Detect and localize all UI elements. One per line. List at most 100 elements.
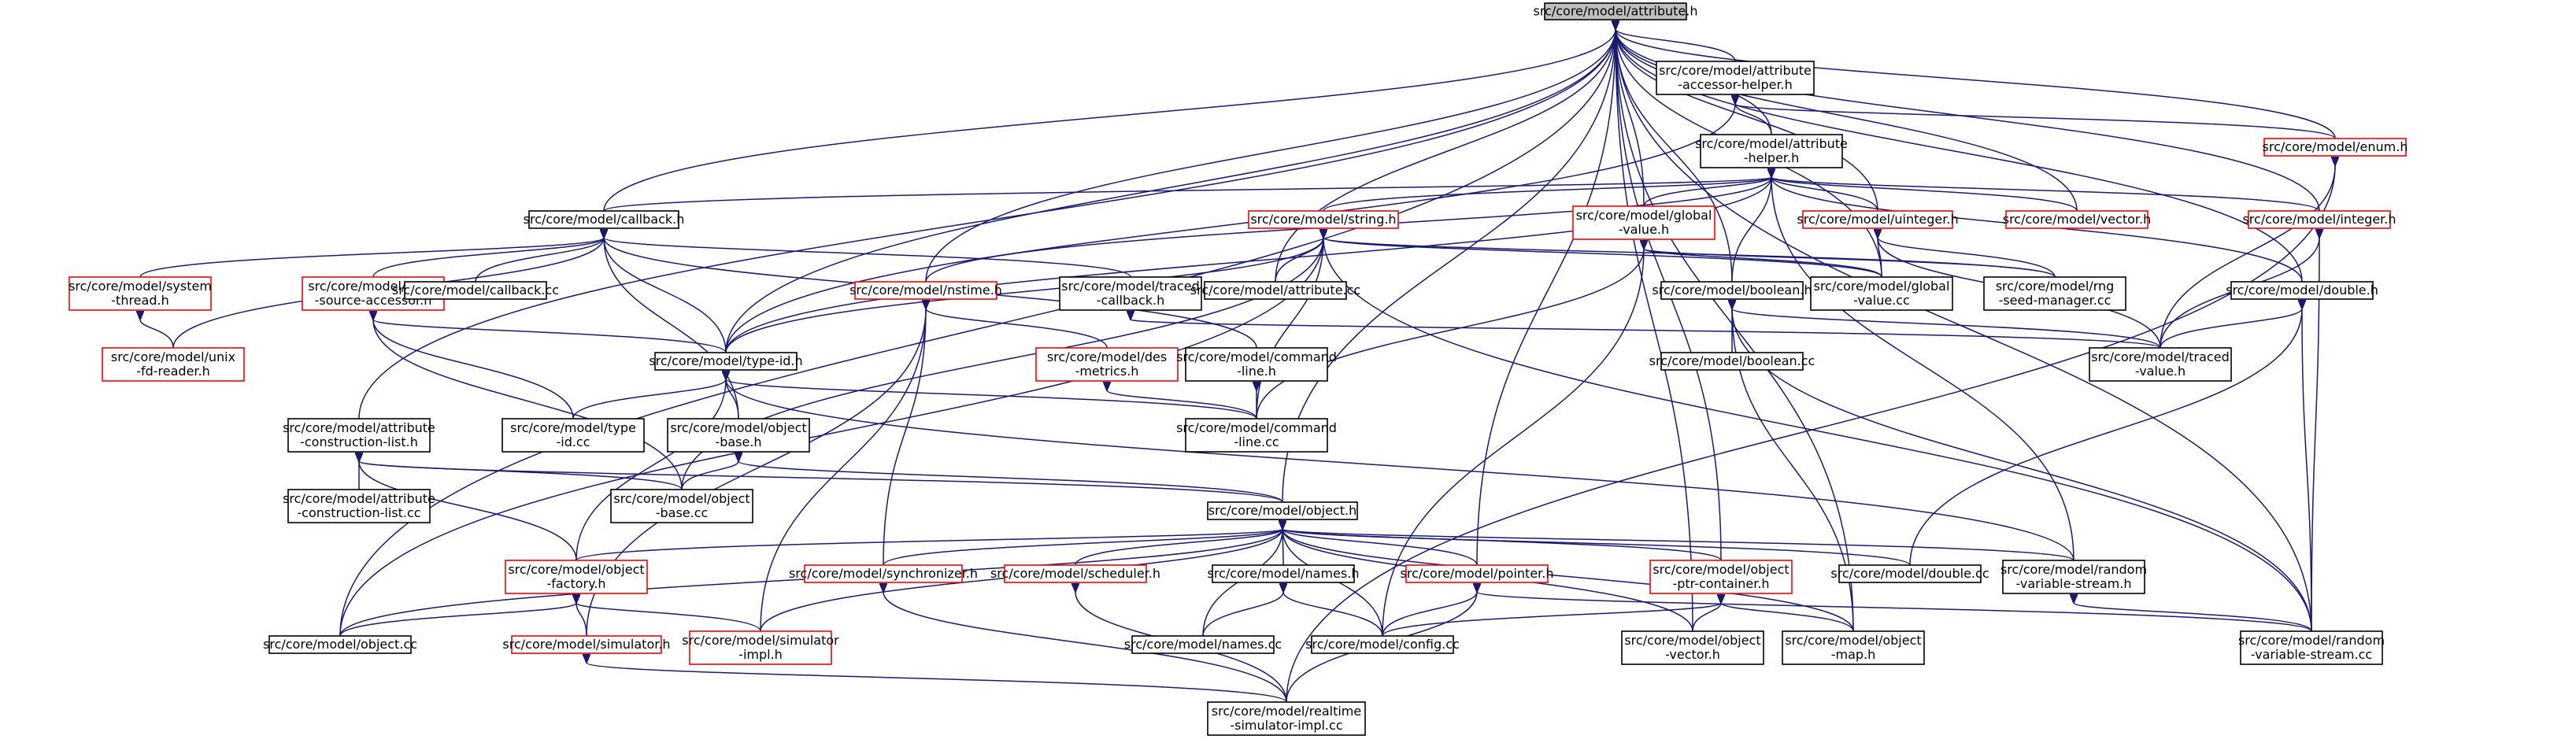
node-box[interactable]	[2002, 560, 2145, 594]
node-system-thread-h[interactable]: src/core/model/system-thread.h	[68, 276, 212, 311]
node-random-variable-stream-h[interactable]: src/core/model/random-variable-stream.h	[2000, 560, 2147, 594]
node-box[interactable]	[2089, 347, 2232, 382]
node-traced-callback-h[interactable]: src/core/model/traced-callback.h	[1059, 276, 1202, 311]
node-box[interactable]	[1649, 560, 1793, 594]
node-type-id-h[interactable]: src/core/model/type-id.h	[649, 352, 803, 371]
node-box[interactable]	[654, 352, 798, 371]
node-ptr-container-h[interactable]: src/core/model/object-ptr-container.h	[1649, 560, 1793, 594]
node-box[interactable]	[287, 418, 431, 453]
node-object-base-h[interactable]: src/core/model/object-base.h	[667, 418, 810, 453]
node-string-h[interactable]: src/core/model/string.h	[1248, 210, 1399, 229]
edge-string-h-to-object-cc	[339, 238, 1323, 637]
node-unix-fd-reader-h[interactable]: src/core/model/unix-fd-reader.h	[102, 347, 245, 382]
node-accessor-helper-h[interactable]: src/core/model/attribute-accessor-helper…	[1656, 61, 1815, 95]
node-box[interactable]	[528, 210, 679, 229]
node-enum-h[interactable]: src/core/model/enum.h	[2263, 138, 2408, 157]
node-box[interactable]	[1035, 347, 1179, 382]
node-attribute-helper-h[interactable]: src/core/model/attribute-helper.h	[1695, 134, 1848, 168]
node-box[interactable]	[1311, 635, 1454, 654]
node-global-value-h[interactable]: src/core/model/global-value.h	[1572, 205, 1715, 240]
node-box[interactable]	[667, 418, 810, 453]
node-box[interactable]	[1656, 61, 1815, 95]
node-box[interactable]	[1212, 564, 1355, 583]
node-box[interactable]	[1204, 281, 1347, 300]
node-global-value-cc[interactable]: src/core/model/global-value.cc	[1810, 276, 1953, 311]
node-type-id-cc[interactable]: src/core/model/type-id.cc	[502, 418, 645, 453]
node-box[interactable]	[1660, 352, 1804, 371]
node-box[interactable]	[1059, 276, 1202, 311]
node-box[interactable]	[1700, 134, 1843, 168]
node-box[interactable]	[1207, 701, 1366, 736]
node-boolean-h[interactable]: src/core/model/boolean.h	[1652, 281, 1812, 300]
node-box[interactable]	[2248, 210, 2391, 229]
node-names-cc[interactable]: src/core/model/names.cc	[1124, 635, 1282, 654]
node-box[interactable]	[2240, 630, 2383, 665]
node-construction-list-cc[interactable]: src/core/model/attribute-construction-li…	[283, 489, 435, 523]
node-integer-h[interactable]: src/core/model/integer.h	[2242, 210, 2396, 229]
node-scheduler-h[interactable]: src/core/model/scheduler.h	[990, 564, 1160, 583]
node-double-h[interactable]: src/core/model/double.h	[2226, 281, 2378, 300]
node-box[interactable]	[1544, 2, 1687, 20]
node-object-map-h[interactable]: src/core/model/object-map.h	[1782, 630, 1925, 665]
node-simulator-h[interactable]: src/core/model/simulator.h	[502, 635, 671, 654]
node-box[interactable]	[1185, 418, 1328, 453]
node-box[interactable]	[1185, 347, 1328, 382]
node-nstime-h[interactable]: src/core/model/nstime.h	[849, 281, 1002, 300]
node-synchronizer-h[interactable]: src/core/model/synchronizer.h	[789, 564, 978, 583]
node-object-cc[interactable]: src/core/model/object.cc	[263, 635, 417, 654]
node-box[interactable]	[287, 489, 431, 523]
node-vector-h[interactable]: src/core/model/vector.h	[2003, 210, 2152, 229]
edge-global-value-h-to-rng-seed-manager-cc	[1644, 249, 2056, 278]
node-box[interactable]	[502, 418, 645, 453]
node-object-h[interactable]: src/core/model/object.h	[1207, 501, 1358, 520]
node-box[interactable]	[1004, 564, 1147, 583]
node-rng-seed-manager-cc[interactable]: src/core/model/rng-seed-manager.cc	[1983, 276, 2126, 311]
node-command-line-h[interactable]: src/core/model/command-line.h	[1176, 347, 1337, 382]
node-box[interactable]	[404, 281, 547, 300]
node-object-vector-h[interactable]: src/core/model/object-vector.h	[1621, 630, 1764, 665]
node-box[interactable]	[1802, 210, 1953, 229]
node-box[interactable]	[505, 560, 648, 594]
node-double-cc[interactable]: src/core/model/double.cc	[1830, 564, 1989, 583]
node-des-metrics-h[interactable]: src/core/model/des-metrics.h	[1035, 347, 1179, 382]
node-object-factory-h[interactable]: src/core/model/object-factory.h	[505, 560, 648, 594]
node-box[interactable]	[102, 347, 245, 382]
node-attribute-cc[interactable]: src/core/model/attribute.cc	[1190, 281, 1360, 300]
node-attribute-h[interactable]: src/core/model/attribute.h	[1533, 2, 1698, 20]
node-pointer-h[interactable]: src/core/model/pointer.h	[1401, 564, 1554, 583]
node-simulator-impl-h[interactable]: src/core/model/simulator-impl.h	[682, 630, 839, 665]
node-config-cc[interactable]: src/core/model/config.cc	[1305, 635, 1460, 654]
node-object-base-cc[interactable]: src/core/model/object-base.cc	[610, 489, 753, 523]
node-box[interactable]	[1207, 501, 1358, 520]
node-callback-cc[interactable]: src/core/model/callback.cc	[392, 281, 559, 300]
node-box[interactable]	[1810, 276, 1953, 311]
node-callback-h[interactable]: src/core/model/callback.h	[524, 210, 685, 229]
node-box[interactable]	[610, 489, 753, 523]
node-box[interactable]	[1782, 630, 1925, 665]
node-box[interactable]	[1660, 281, 1804, 300]
node-names-h[interactable]: src/core/model/names.h	[1208, 564, 1360, 583]
node-construction-list-h[interactable]: src/core/model/attribute-construction-li…	[283, 418, 435, 453]
node-box[interactable]	[1983, 276, 2126, 311]
node-box[interactable]	[1838, 564, 1982, 583]
node-box[interactable]	[268, 635, 412, 654]
node-uinteger-h[interactable]: src/core/model/uinteger.h	[1797, 210, 1959, 229]
node-box[interactable]	[1248, 210, 1399, 229]
node-traced-value-h[interactable]: src/core/model/traced-value.h	[2089, 347, 2232, 382]
node-box[interactable]	[1131, 635, 1275, 654]
node-box[interactable]	[689, 630, 832, 665]
node-command-line-cc[interactable]: src/core/model/command-line.cc	[1176, 418, 1337, 453]
node-box[interactable]	[511, 635, 662, 654]
node-box[interactable]	[68, 276, 212, 311]
node-box[interactable]	[1621, 630, 1764, 665]
node-box[interactable]	[2230, 281, 2374, 300]
node-box[interactable]	[1572, 205, 1715, 240]
node-random-variable-stream-cc[interactable]: src/core/model/random-variable-stream.cc	[2238, 630, 2385, 665]
node-box[interactable]	[1405, 564, 1549, 583]
node-box[interactable]	[854, 281, 997, 300]
node-box[interactable]	[2005, 210, 2149, 229]
node-box[interactable]	[804, 564, 963, 583]
node-box[interactable]	[2263, 138, 2407, 157]
node-boolean-cc[interactable]: src/core/model/boolean.cc	[1649, 352, 1815, 371]
node-realtime-simulator-impl-cc[interactable]: src/core/model/realtime-simulator-impl.c…	[1207, 701, 1366, 736]
